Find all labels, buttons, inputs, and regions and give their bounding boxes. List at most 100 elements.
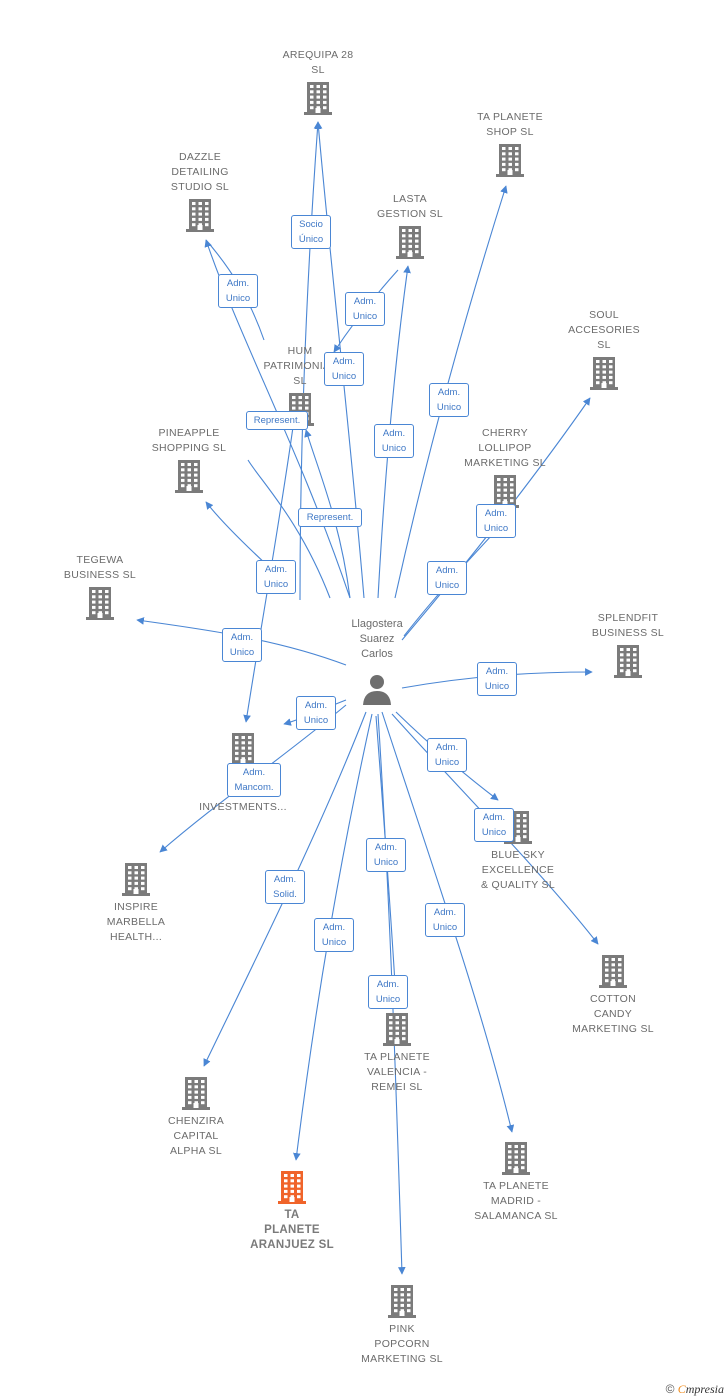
company-node-ta-planete-shop[interactable]: TA PLANETE SHOP SL bbox=[445, 110, 575, 177]
edge-label-text: Socio bbox=[299, 219, 323, 230]
edge-label-blue-sky[interactable]: Adm.Unico bbox=[427, 738, 467, 772]
edge-label-text: Unico bbox=[484, 681, 510, 692]
company-name-line: SHOP SL bbox=[486, 126, 534, 138]
edge-label-text: Adm. bbox=[433, 907, 457, 918]
edge-label-pineapple[interactable]: Adm.Unico bbox=[256, 560, 296, 594]
edge-label-dazzle[interactable]: Adm. Unico bbox=[218, 274, 258, 308]
company-name-line: MARKETING SL bbox=[464, 457, 546, 469]
edge-label-text: Adm. bbox=[353, 296, 377, 307]
building-icon bbox=[590, 357, 618, 390]
company-name-line: VALENCIA - bbox=[367, 1066, 427, 1078]
building-icon bbox=[388, 1285, 416, 1318]
edge-label-cotton[interactable]: Adm.Unico bbox=[474, 808, 514, 842]
edge-label-text: Adm. bbox=[242, 767, 266, 778]
company-name-line: INVESTMENTS... bbox=[199, 801, 287, 813]
edge-label-text: Adm. bbox=[484, 508, 508, 519]
building-icon bbox=[182, 1077, 210, 1110]
edge-label-madrid[interactable]: Adm.Unico bbox=[425, 903, 465, 937]
edge-label-text: Represent. bbox=[253, 415, 301, 426]
company-name-line: SL bbox=[311, 64, 325, 76]
company-name-line: AREQUIPA 28 bbox=[282, 49, 354, 61]
person-name-line-3: Carlos bbox=[361, 648, 393, 660]
person-icon bbox=[363, 675, 391, 705]
edge-label-text: Adm. bbox=[226, 278, 250, 289]
edge-label-text: Adm. bbox=[273, 874, 297, 885]
company-name-line: SOUL bbox=[589, 309, 619, 321]
edge-label-hum-adm[interactable]: Adm.Unico bbox=[324, 352, 364, 386]
edge-label-text: Adm. bbox=[322, 922, 346, 933]
edge-label-text: Adm. bbox=[435, 565, 459, 576]
company-name-line: HEALTH... bbox=[109, 931, 163, 943]
edge-label-soul[interactable]: Adm.Unico bbox=[476, 504, 516, 538]
company-name-line: SALAMANCA SL bbox=[474, 1210, 558, 1222]
building-icon bbox=[502, 1142, 530, 1175]
company-name-line: MARKETING SL bbox=[361, 1353, 443, 1365]
company-name-line: HUM bbox=[287, 345, 313, 357]
building-icon bbox=[122, 863, 150, 896]
company-node-dazzle[interactable]: DAZZLE DETAILING STUDIO SL bbox=[135, 150, 265, 232]
company-name-line: MADRID - bbox=[490, 1195, 542, 1207]
company-node-investments[interactable]: BCAINVESTMENTS... bbox=[178, 732, 308, 815]
edge-label-splendfit[interactable]: Adm. Unico bbox=[477, 662, 517, 696]
person-name-line-1: Llagostera bbox=[351, 618, 403, 630]
company-name-line: DAZZLE bbox=[178, 151, 222, 163]
company-name-line: TA PLANETE bbox=[364, 1051, 430, 1063]
edge-label-inspire[interactable]: Adm.Mancom. bbox=[227, 763, 281, 797]
company-name-line: DETAILING bbox=[171, 166, 229, 178]
company-node-pineapple[interactable]: PINEAPPLE SHOPPING SL bbox=[124, 426, 254, 493]
edge-label-text: Unico bbox=[331, 371, 357, 382]
relationship-edge bbox=[247, 459, 331, 599]
edge-label-aranjuez[interactable]: Adm.Unico bbox=[314, 918, 354, 952]
edge-label-text: Adm. bbox=[485, 666, 509, 677]
company-name-line: PINEAPPLE bbox=[158, 427, 220, 439]
company-name-line: TA PLANETE bbox=[477, 111, 543, 123]
company-name-line: ALPHA SL bbox=[169, 1145, 222, 1157]
company-node-inspire[interactable]: INSPIRE MARBELLA HEALTH... bbox=[71, 862, 201, 945]
edge-label-lasta[interactable]: Adm.Unico bbox=[345, 292, 385, 326]
company-name-line: TA bbox=[284, 1209, 300, 1221]
edge-label-text: Solid. bbox=[273, 889, 297, 900]
company-name-line: INSPIRE bbox=[113, 901, 159, 913]
company-name-line: MARBELLA bbox=[106, 916, 166, 928]
edge-label-cherry[interactable]: Adm. Unico bbox=[427, 561, 467, 595]
edge-label-text: Unico bbox=[263, 579, 289, 590]
company-name-line: SHOPPING SL bbox=[151, 442, 227, 454]
edge-label-text: Unico bbox=[434, 580, 460, 591]
company-name-line: EXCELLENCE bbox=[481, 864, 555, 876]
edge-label-chenzira[interactable]: Adm. Solid. bbox=[265, 870, 305, 904]
edge-label-text: Adm. bbox=[437, 387, 461, 398]
edge-label-pink[interactable]: Adm.Unico bbox=[368, 975, 408, 1009]
edge-label-ta-planete-shop[interactable]: Adm.Unico bbox=[429, 383, 469, 417]
edge-label-text: Adm. bbox=[382, 428, 406, 439]
company-name-line: SL bbox=[293, 375, 307, 387]
person-node[interactable]: Llagostera Suarez Carlos bbox=[322, 617, 432, 711]
edge-label-tegewa[interactable]: Adm.Unico bbox=[222, 628, 262, 662]
edge-label-arequipa-adm[interactable]: Adm.Unico bbox=[374, 424, 414, 458]
company-name-line: CAPITAL bbox=[173, 1130, 219, 1142]
footer-brand: © Cmpresia bbox=[666, 1382, 724, 1397]
edge-label-text: Unico bbox=[434, 757, 460, 768]
brand-logo: Cmpresia bbox=[677, 1382, 724, 1396]
company-name-line: STUDIO SL bbox=[170, 181, 230, 193]
building-icon bbox=[491, 475, 519, 508]
edge-label-represent-1[interactable]: Represent. bbox=[246, 411, 308, 430]
edge-label-valencia[interactable]: Adm.Unico bbox=[366, 838, 406, 872]
edge-label-text: Único bbox=[298, 234, 324, 245]
edge-label-investments[interactable]: Adm.Unico bbox=[296, 696, 336, 730]
company-node-arequipa[interactable]: AREQUIPA 28 SL bbox=[253, 48, 383, 115]
edge-label-represent-2[interactable]: Represent. bbox=[298, 508, 362, 527]
edge-label-text: Unico bbox=[225, 293, 251, 304]
